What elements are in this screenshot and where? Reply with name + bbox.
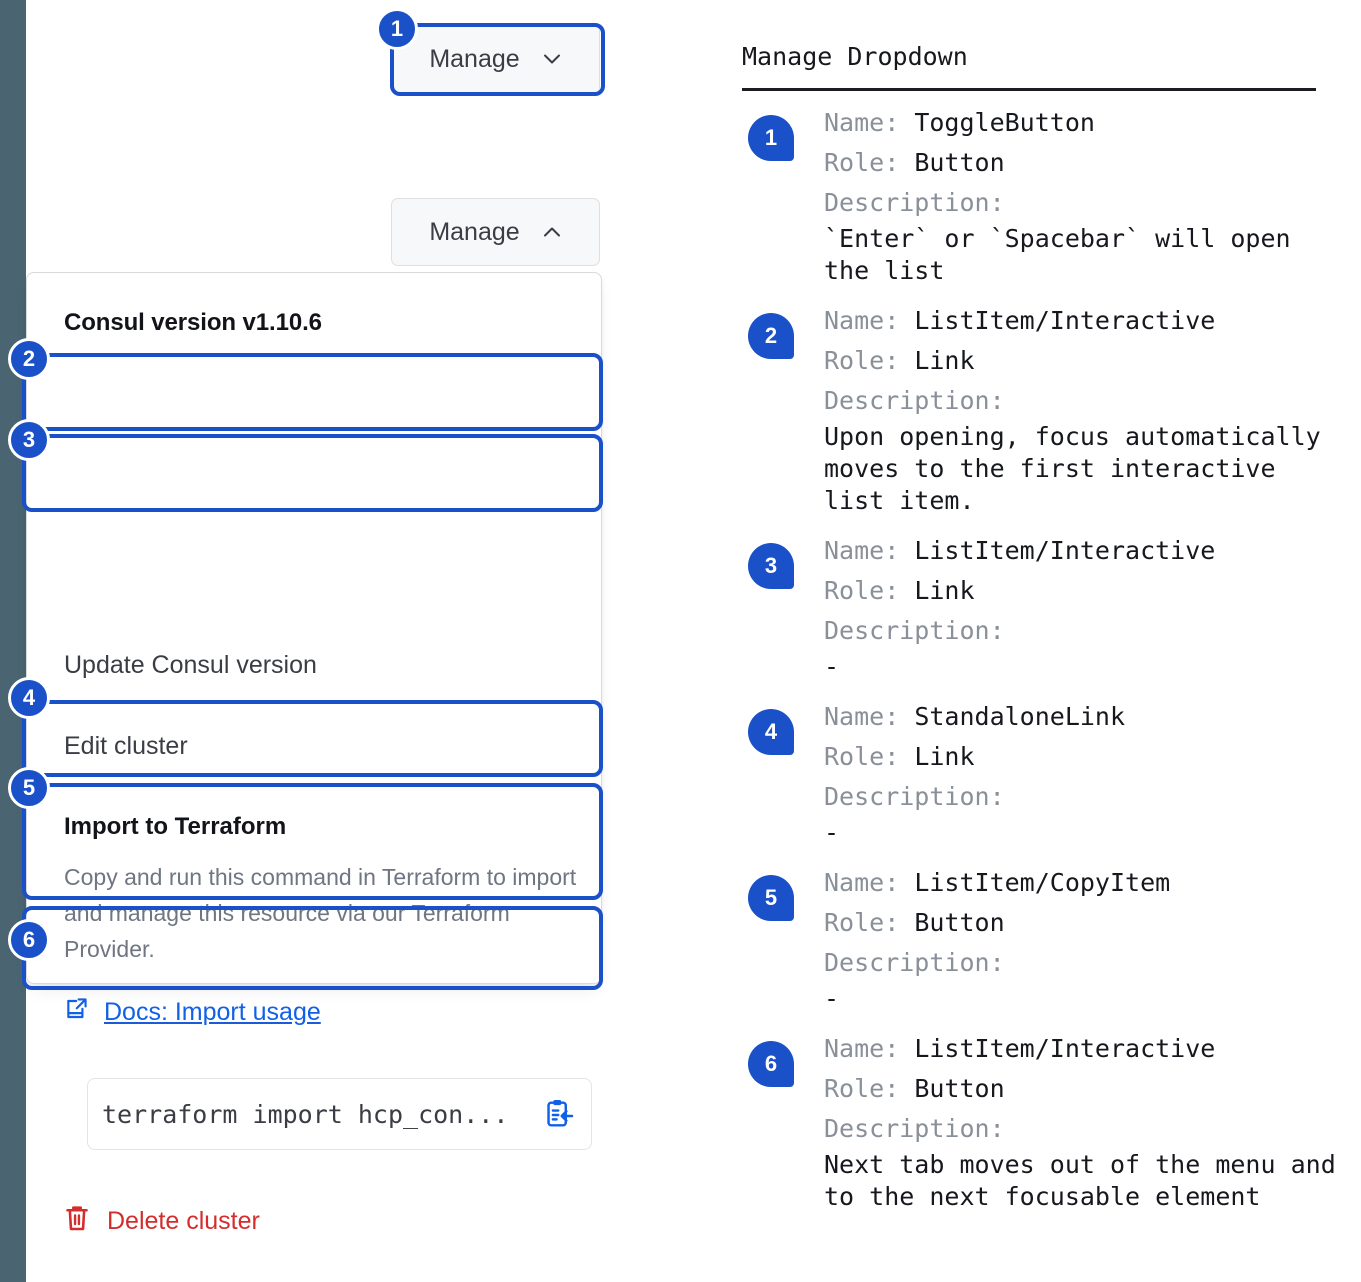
- legend-description-label: Description:: [824, 386, 1005, 415]
- manage-dropdown-panel: Consul version v1.10.6 Update Consul ver…: [26, 272, 602, 1235]
- legend-name: Name: ListItem/CopyItem: [824, 863, 1342, 903]
- chevron-down-icon: [542, 49, 562, 69]
- legend-role-value: Button: [914, 1074, 1005, 1103]
- legend-pin-6: 6: [748, 1041, 794, 1087]
- legend-description-label: Description:: [824, 948, 1005, 977]
- trash-icon: [64, 1204, 90, 1239]
- dropdown-screenshot-column: Manage Manage Consul version v1.10.6 Upd…: [8, 8, 605, 1235]
- consul-version-header: Consul version v1.10.6: [64, 309, 322, 336]
- manage-toggle-label: Manage: [429, 44, 520, 73]
- import-to-terraform-title: Import to Terraform: [64, 813, 287, 840]
- legend-pin-3: 3: [748, 543, 794, 589]
- legend-role-value: Link: [914, 346, 975, 375]
- legend-description-label: Description:: [824, 616, 1005, 645]
- legend-description-label: Description:: [824, 188, 1005, 217]
- annotation-badge-1: 1: [376, 8, 418, 50]
- legend-name: Name: ListItem/Interactive: [824, 531, 1342, 571]
- legend-name-value: ListItem/Interactive: [914, 306, 1216, 335]
- docs-external-link-icon: [64, 996, 90, 1029]
- legend-role-label: Role:: [824, 576, 915, 605]
- legend-role-value: Button: [914, 908, 1005, 937]
- legend-name: Name: ListItem/Interactive: [824, 301, 1342, 341]
- chevron-up-icon: [542, 222, 562, 242]
- legend-name-label: Name:: [824, 868, 915, 897]
- legend-name: Name: ToggleButton: [824, 103, 1342, 143]
- annotation-badge-4: 4: [8, 677, 50, 719]
- legend-description-value: `Enter` or `Spacebar` will open the list: [824, 224, 1291, 285]
- legend-name-label: Name:: [824, 1034, 915, 1063]
- legend-role-label: Role:: [824, 742, 915, 771]
- legend-role: Role: Button: [824, 1069, 1342, 1109]
- menu-item-edit-cluster[interactable]: Edit cluster: [64, 732, 188, 760]
- legend-pin-1: 1: [748, 115, 794, 161]
- legend-role: Role: Button: [824, 903, 1342, 943]
- legend-name-value: ListItem/CopyItem: [914, 868, 1171, 897]
- legend-description-value: -: [824, 818, 840, 847]
- legend-description-value: -: [824, 984, 840, 1013]
- legend-name-label: Name:: [824, 108, 915, 137]
- legend-name-value: StandaloneLink: [914, 702, 1126, 731]
- manage-toggle-label: Manage: [429, 217, 520, 246]
- annotation-badge-5: 5: [8, 767, 50, 809]
- import-to-terraform-description: Copy and run this command in Terraform t…: [64, 864, 577, 962]
- page-side-rail: [0, 0, 26, 1282]
- annotation-badge-6: 6: [8, 919, 50, 961]
- terraform-command-box: terraform import hcp_con...: [87, 1078, 592, 1150]
- legend-pin-2: 2: [748, 313, 794, 359]
- manage-toggle-button-collapsed[interactable]: Manage: [391, 24, 600, 94]
- legend-description-value: Next tab moves out of the menu and to th…: [824, 1150, 1336, 1211]
- legend-role: Role: Button: [824, 143, 1342, 183]
- legend-name-label: Name:: [824, 536, 915, 565]
- legend-role-value: Link: [914, 576, 975, 605]
- legend-role-value: Link: [914, 742, 975, 771]
- legend-title: Manage Dropdown: [742, 42, 968, 71]
- legend-role-label: Role:: [824, 346, 915, 375]
- legend-pin-5: 5: [748, 875, 794, 921]
- legend-description-label: Description:: [824, 1114, 1005, 1143]
- legend-description-value: Upon opening, focus automatically moves …: [824, 422, 1321, 515]
- menu-item-update-consul-version[interactable]: Update Consul version: [64, 651, 317, 679]
- legend-name-label: Name:: [824, 702, 915, 731]
- annotation-badge-2: 2: [8, 338, 50, 380]
- legend-description-value: -: [824, 652, 840, 681]
- legend-divider: [742, 88, 1316, 91]
- legend-role-label: Role:: [824, 908, 915, 937]
- legend-name-value: ListItem/Interactive: [914, 1034, 1216, 1063]
- docs-import-usage-link[interactable]: Docs: Import usage: [64, 996, 321, 1029]
- legend-name-value: ToggleButton: [914, 108, 1095, 137]
- legend-role-label: Role:: [824, 148, 915, 177]
- legend-role-value: Button: [914, 148, 1005, 177]
- menu-item-delete-cluster[interactable]: Delete cluster: [64, 1204, 260, 1239]
- legend-name-label: Name:: [824, 306, 915, 335]
- legend-description-label: Description:: [824, 782, 1005, 811]
- legend-name: Name: ListItem/Interactive: [824, 1029, 1342, 1069]
- annotation-badge-3: 3: [8, 419, 50, 461]
- legend-pin-4: 4: [748, 709, 794, 755]
- terraform-command-text: terraform import hcp_con...: [102, 1099, 509, 1129]
- legend-role: Role: Link: [824, 341, 1342, 381]
- legend-name: Name: StandaloneLink: [824, 697, 1342, 737]
- legend-role: Role: Link: [824, 737, 1342, 777]
- docs-import-usage-label: Docs: Import usage: [104, 998, 321, 1026]
- legend-name-value: ListItem/Interactive: [914, 536, 1216, 565]
- legend-role: Role: Link: [824, 571, 1342, 611]
- legend-role-label: Role:: [824, 1074, 915, 1103]
- manage-toggle-button-expanded[interactable]: Manage: [391, 198, 600, 266]
- copy-to-clipboard-icon[interactable]: [543, 1098, 591, 1130]
- delete-cluster-label: Delete cluster: [107, 1207, 260, 1235]
